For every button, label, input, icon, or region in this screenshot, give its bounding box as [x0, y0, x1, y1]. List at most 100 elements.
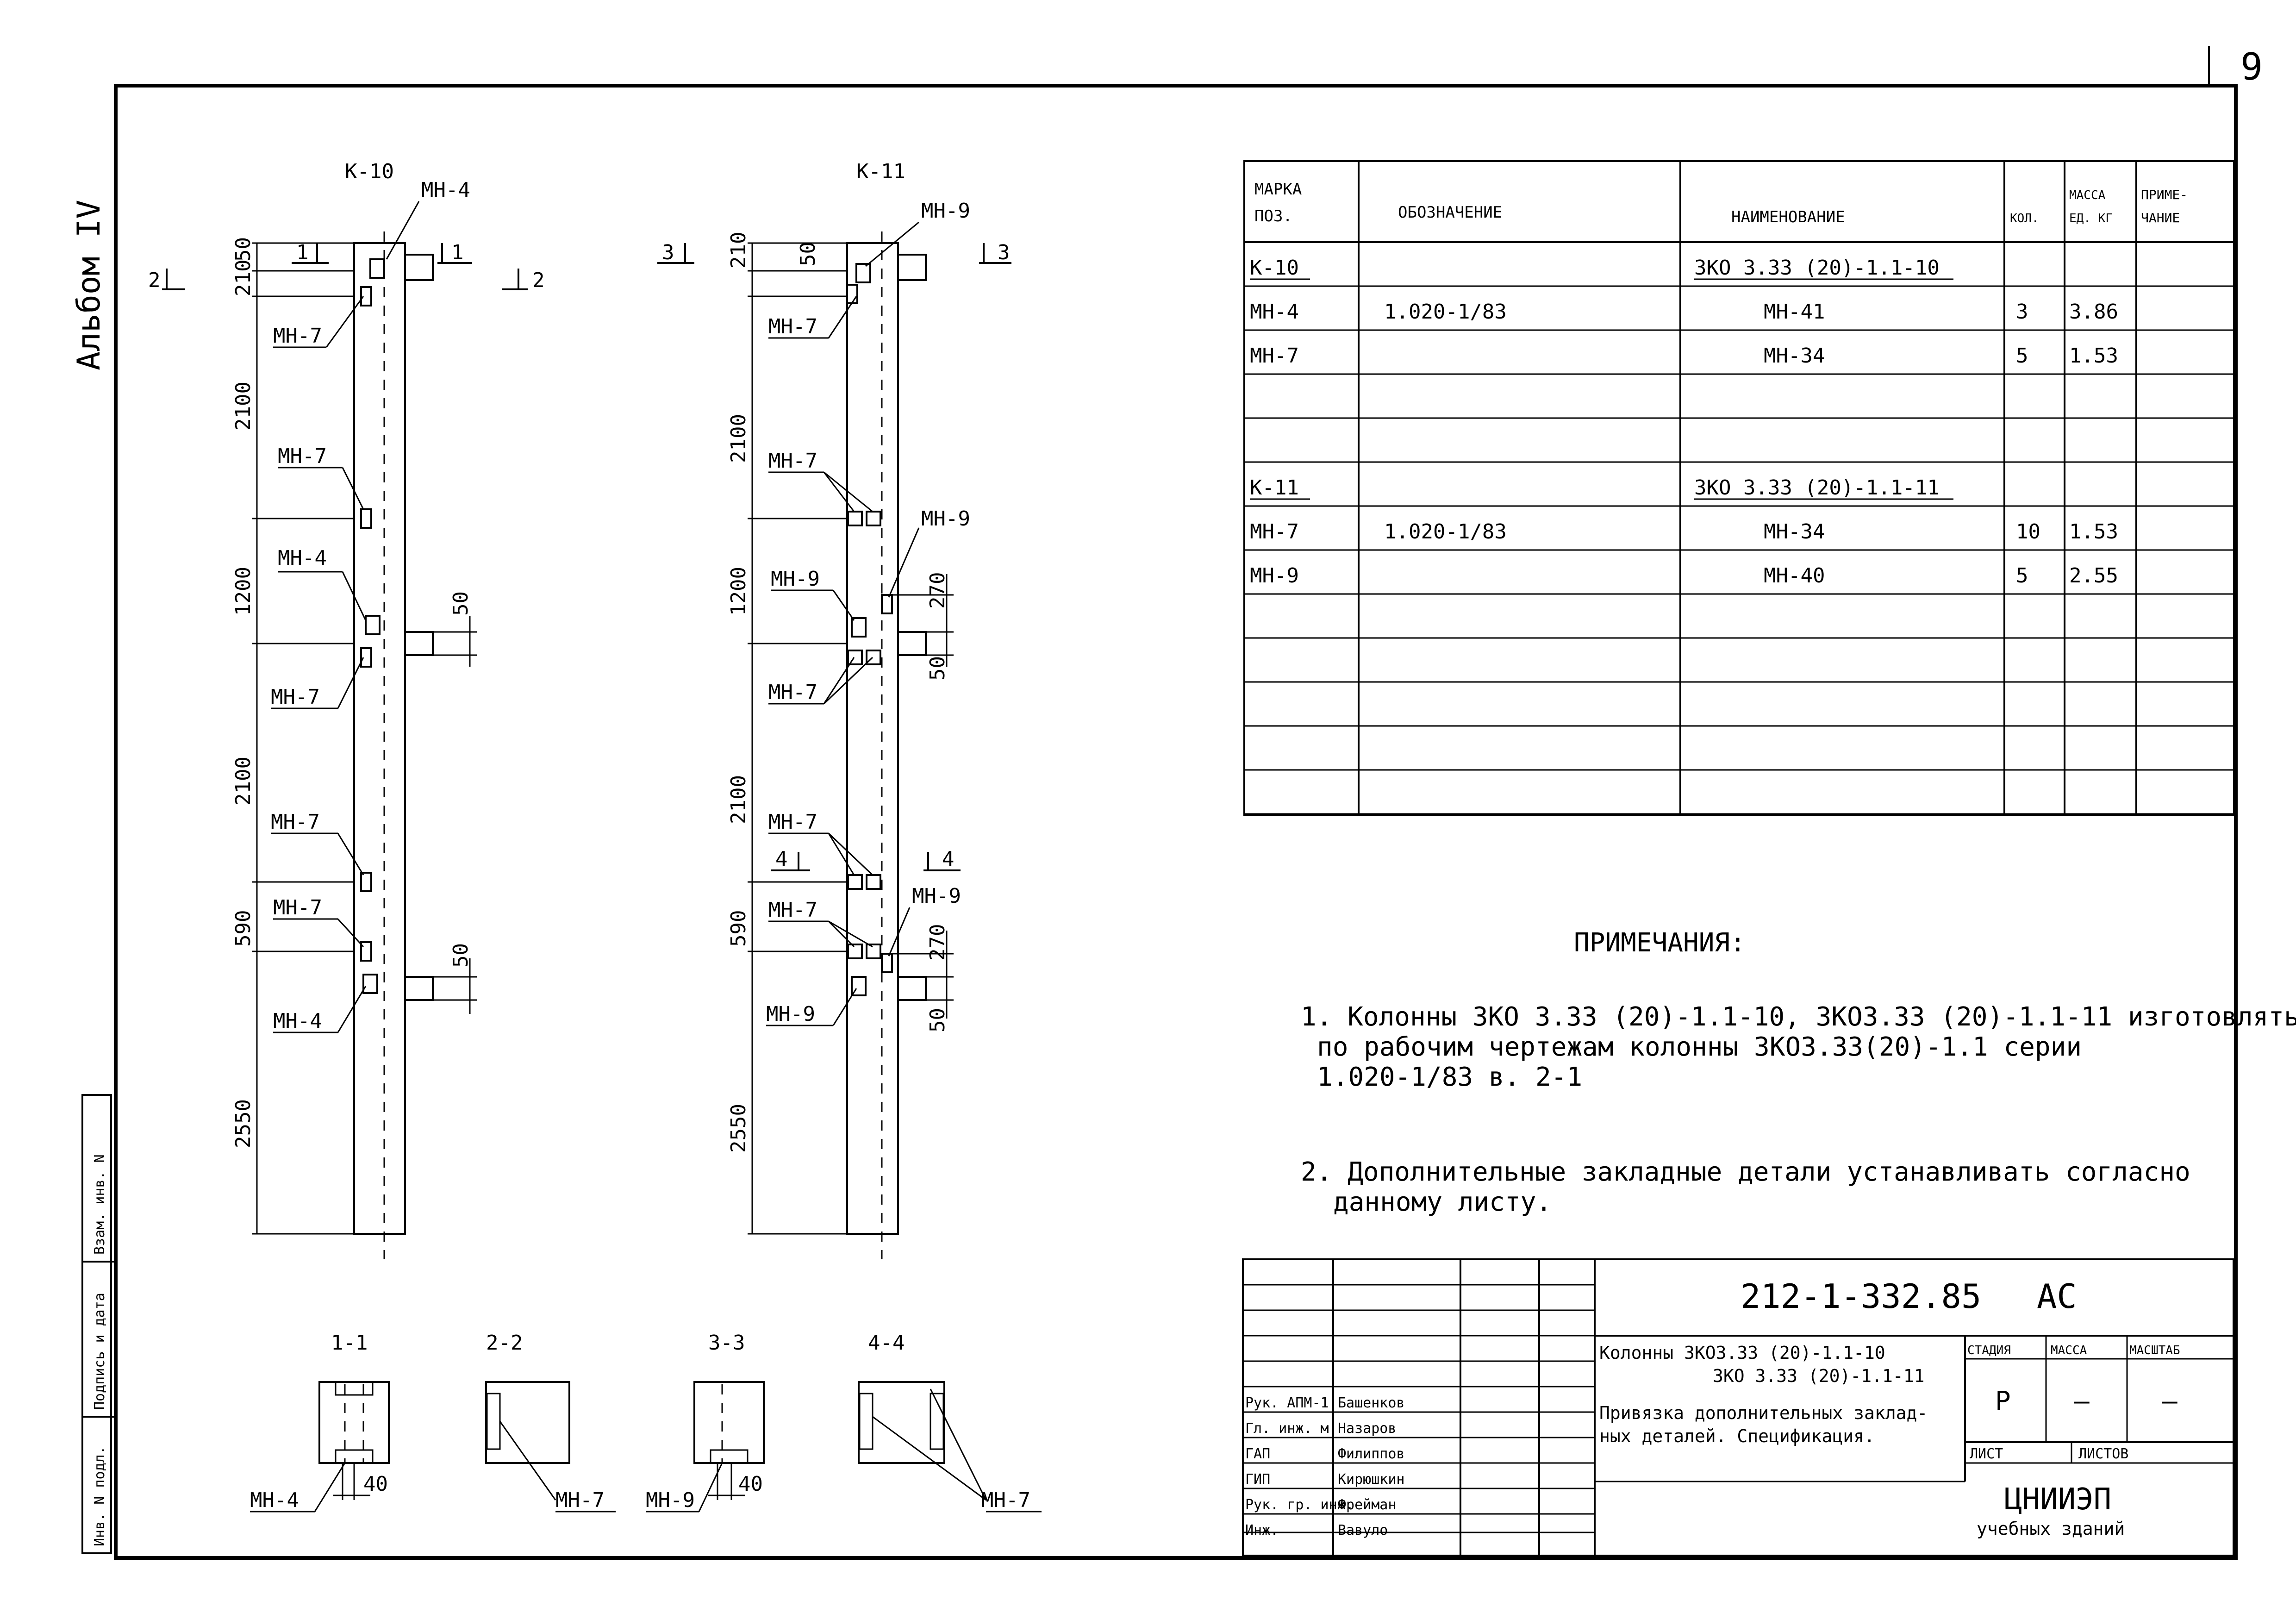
- scale-label: МАСШТАБ: [2129, 1344, 2180, 1357]
- spec-cell: МН-7: [1250, 520, 1299, 544]
- k11-section-mark-4-left: 4: [775, 847, 788, 871]
- k11-label-mh9-top: МН-9: [921, 199, 970, 223]
- spec-cell: 5: [2016, 344, 2028, 368]
- k11-dim-590: 590: [727, 910, 750, 947]
- staff-name: Назаров: [1338, 1420, 1396, 1437]
- album-label: Альбом IV: [71, 200, 107, 370]
- spec-cell: 1.020-1/83: [1384, 300, 1507, 324]
- k10-label-mh4-mid: МН-4: [278, 546, 327, 570]
- k10-section-mark-2-right: 2: [532, 269, 545, 292]
- spec-table: МАРКА ПОЗ. ОБОЗНАЧЕНИЕ НАИМЕНОВАНИЕ КОЛ.…: [1243, 160, 2235, 816]
- spec-cell: 1.53: [2069, 520, 2118, 544]
- spec-header-mass-unit: ЕД. КГ: [2069, 212, 2113, 225]
- spec-cell: МН-4: [1250, 300, 1299, 324]
- spec-cell: 1.020-1/83: [1384, 520, 1507, 544]
- k11-label-mh9-side1: МН-9: [921, 507, 970, 531]
- k10-section-mark-1-right: 1: [451, 241, 464, 264]
- title-line-2: 3КО 3.33 (20)-1.1-11: [1713, 1366, 1925, 1386]
- doc-code: 212-1-332.85: [1741, 1277, 1981, 1316]
- org-name: ЦНИИЭП: [2004, 1482, 2111, 1517]
- k11-label-mh7-2: МН-7: [768, 449, 817, 473]
- section-3-3-title: 3-3: [708, 1331, 745, 1355]
- k10-dim-1200: 1200: [231, 567, 255, 616]
- k11-dim-50: 50: [796, 242, 820, 266]
- column-k10: К-10 50 210 2100 1200 2100 590 2550: [148, 160, 545, 1259]
- spec-cell: МН-41: [1764, 300, 1825, 324]
- k10-dim-590: 590: [231, 910, 255, 947]
- mass-value: —: [2074, 1386, 2090, 1416]
- sheets-label: ЛИСТОВ: [2078, 1446, 2128, 1462]
- k11-label-mh7-1: МН-7: [768, 315, 817, 338]
- staff-role: ГАП: [1245, 1446, 1270, 1462]
- column-k11-body: [846, 242, 899, 1235]
- note-1-line-3: 1.020-1/83 в. 2-1: [1317, 1062, 1582, 1092]
- k11-side-dim-50a: 50: [926, 656, 949, 681]
- k11-side-dim-270a: 270: [926, 572, 949, 609]
- scale-value: —: [2162, 1386, 2177, 1416]
- note-1-line-1: 1. Колонны 3КО 3.33 (20)-1.1-10, 3КО3.33…: [1301, 1002, 2296, 1032]
- staff-role: Инж.: [1245, 1522, 1279, 1538]
- notes-title: ПРИМЕЧАНИЯ:: [1574, 928, 1746, 958]
- note-1-line-2: по рабочим чертежам колонны 3КО3.33(20)-…: [1317, 1032, 2082, 1062]
- k11-side-dim-270b: 270: [926, 924, 949, 961]
- spec-cell: МН-7: [1250, 344, 1299, 368]
- k10-section-mark-2-left: 2: [148, 269, 161, 292]
- section-2-2: 2-2 МН-7: [485, 1331, 616, 1513]
- staff-name: Вавуло: [1338, 1522, 1388, 1538]
- spec-cell: 3КО 3.33 (20)-1.1-10: [1694, 256, 1940, 280]
- section-4-4-title: 4-4: [868, 1331, 905, 1355]
- staff-name: Филиппов: [1338, 1446, 1405, 1462]
- section-1-1-label: МН-4: [250, 1488, 299, 1512]
- spec-cell: МН-40: [1764, 564, 1825, 588]
- spec-cell: 2.55: [2069, 564, 2118, 588]
- drawing-frame: [114, 84, 2238, 1560]
- staff-role: Рук. гр. инж.: [1245, 1497, 1354, 1513]
- staff-role: Гл. инж. м.: [1245, 1420, 1337, 1437]
- sheet-number: 9: [2240, 45, 2263, 88]
- title-line-3: Привязка дополнительных заклад-: [1599, 1403, 1928, 1423]
- k11-label-mh7-4: МН-7: [768, 810, 817, 834]
- section-2-2-label: МН-7: [555, 1488, 605, 1512]
- side-stamp: Инв. N подл. Подпись и дата Взам. инв. N: [81, 1094, 116, 1554]
- spec-header-note: ПРИМЕ-: [2141, 187, 2188, 202]
- section-1-1-dim: 40: [363, 1472, 388, 1496]
- section-3-3: 3-3 40 МН-9: [646, 1331, 765, 1513]
- k11-dim-210: 210: [727, 232, 750, 269]
- spec-cell: МН-34: [1764, 344, 1825, 368]
- k11-section-mark-4-right: 4: [942, 847, 955, 871]
- spec-cell: К-10: [1250, 256, 1299, 280]
- spec-header-pos: ПОЗ.: [1254, 207, 1292, 225]
- k10-label-mh7-4: МН-7: [271, 810, 320, 834]
- section-4-4-label: МН-7: [981, 1488, 1030, 1512]
- spec-cell: 3: [2016, 300, 2028, 324]
- spec-header-name: НАИМЕНОВАНИЕ: [1731, 208, 1845, 226]
- section-4-4: 4-4 МН-7: [858, 1331, 1042, 1513]
- k10-dim-2100b: 2100: [231, 756, 255, 806]
- k11-section-mark-3-right: 3: [998, 241, 1010, 264]
- k11-label-mh7-5: МН-7: [768, 898, 817, 922]
- k10-label-mh7-3: МН-7: [271, 685, 320, 709]
- k11-label-mh9-side2: МН-9: [912, 884, 961, 908]
- spec-header-designation: ОБОЗНАЧЕНИЕ: [1398, 203, 1502, 222]
- stage-label: СТАДИЯ: [1967, 1344, 2011, 1357]
- k11-dim-2100a: 2100: [727, 414, 750, 463]
- k10-side-dim-50b: 50: [449, 943, 473, 968]
- title-block: 212-1-332.85 АС Колонны 3КО3.33 (20)-1.1…: [1242, 1258, 2234, 1557]
- column-k11: К-11 50 210 2100 1200 2100 590 2550: [657, 160, 1011, 1259]
- spec-cell: 3.86: [2069, 300, 2118, 324]
- stamp-signature-date: Подпись и дата: [92, 1293, 108, 1410]
- column-k11-mark: К-11: [856, 160, 905, 183]
- stamp-inv-podl: Инв. N подл.: [92, 1446, 108, 1546]
- stage-value: Р: [1995, 1386, 2011, 1416]
- k11-dim-2100b: 2100: [727, 775, 750, 824]
- staff-name: Фрейман: [1338, 1497, 1396, 1513]
- k10-dim-50: 50: [231, 237, 255, 262]
- k10-side-dim-50a: 50: [449, 591, 473, 616]
- stamp-vzam-inv: Взам. инв. N: [92, 1154, 108, 1255]
- staff-name: Кирюшкин: [1338, 1471, 1405, 1488]
- note-2-line-2: данному листу.: [1333, 1187, 1552, 1217]
- staff-role: Рук. АПМ-1: [1245, 1395, 1329, 1411]
- column-k10-mark: К-10: [345, 160, 394, 183]
